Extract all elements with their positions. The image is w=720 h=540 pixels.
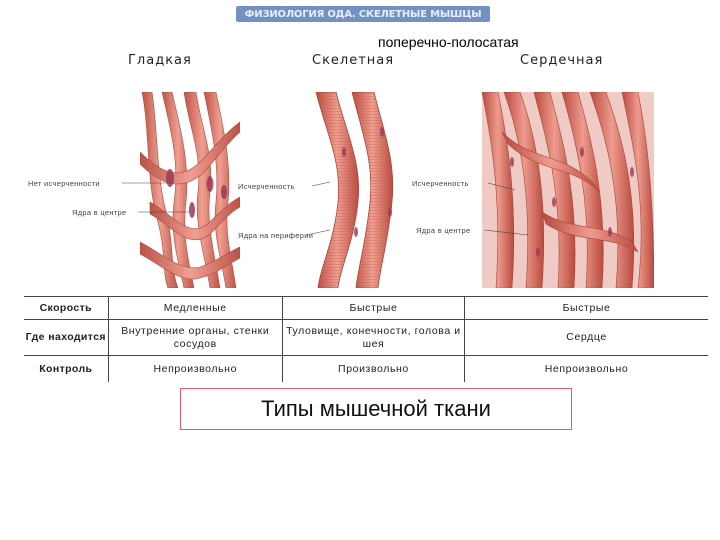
table-row: Скорость Медленные Быстрые Быстрые (24, 296, 708, 320)
smooth-muscle-illustration (140, 92, 240, 288)
cardiac-muscle-illustration (482, 92, 654, 288)
table-cell: Внутренние органы, стенки сосудов (107, 320, 282, 355)
table-cell: Непроизвольно (107, 356, 282, 382)
smooth-no-striation-label: Нет исчерченности (28, 179, 100, 188)
table-row: Контроль Непроизвольно Произвольно Непро… (24, 356, 708, 382)
table-row: Где находится Внутренние органы, стенки … (24, 320, 708, 356)
caption-box: Типы мышечной ткани (180, 388, 572, 430)
skeletal-title: Скелетная (312, 53, 395, 68)
table-cell: Непроизвольно (464, 356, 708, 382)
caption-text: Типы мышечной ткани (261, 396, 491, 421)
smooth-nuclei-label: Ядра в центре (72, 208, 127, 217)
slide-header: ФИЗИОЛОГИЯ ОДА. СКЕЛЕТНЫЕ МЫШЦЫ (236, 6, 490, 22)
row-header: Скорость (39, 301, 93, 314)
table-cell: Быстрые (281, 297, 464, 319)
row-header: Контроль (39, 362, 93, 375)
slide-header-title: ФИЗИОЛОГИЯ ОДА. СКЕЛЕТНЫЕ МЫШЦЫ (244, 8, 482, 20)
table-cell: Медленные (107, 297, 282, 319)
skeletal-striation-label: Исчерченность (238, 182, 295, 191)
table-cell: Произвольно (281, 356, 464, 382)
skeletal-nuclei-label: Ядра на периферии (238, 231, 314, 240)
table-cell: Сердце (464, 320, 708, 355)
cardiac-nuclei-label: Ядра в центре (416, 226, 471, 235)
table-cell: Туловище, конечности, голова и шея (281, 320, 464, 355)
row-header: Где находится (25, 331, 106, 343)
cardiac-striation-label: Исчерченность (412, 179, 469, 188)
cardiac-title: Сердечная (520, 53, 604, 68)
smooth-title: Гладкая (128, 53, 192, 68)
table-cell: Быстрые (464, 297, 708, 319)
comparison-table: Скорость Медленные Быстрые Быстрые Где н… (24, 296, 708, 382)
striated-label: поперечно-полосатая (378, 34, 519, 50)
skeletal-muscle-illustration (315, 92, 394, 288)
